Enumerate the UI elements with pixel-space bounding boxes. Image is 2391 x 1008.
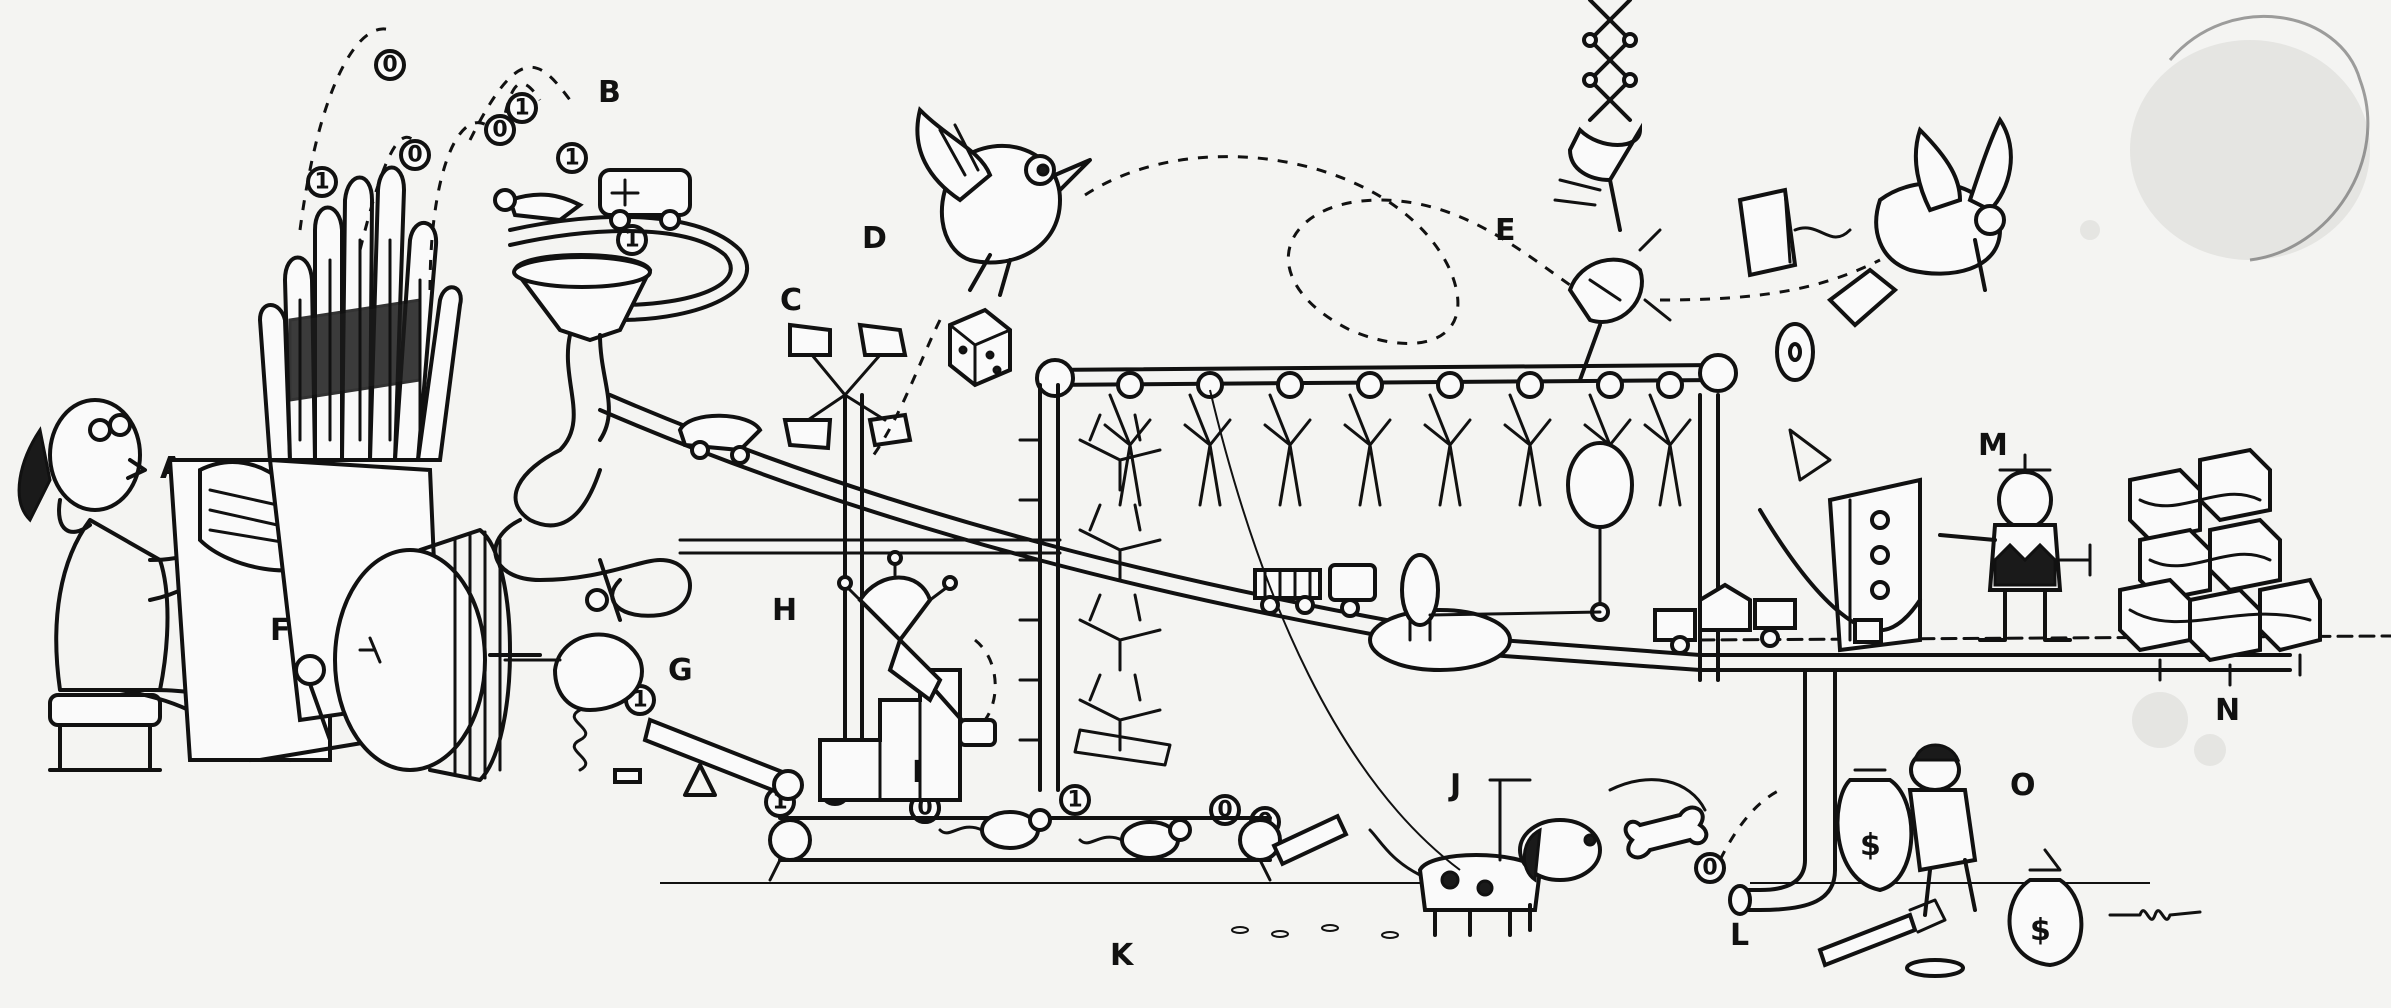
toy-train (1253, 563, 1377, 618)
spring-bell (503, 632, 644, 784)
funnel (493, 253, 692, 622)
label-c: C (780, 283, 802, 318)
binary-ball: 1 (1059, 784, 1091, 816)
footprints (1231, 924, 1399, 939)
scissor-lift (1553, 0, 1643, 232)
label-b: B (598, 75, 621, 110)
label-h: H (772, 593, 797, 628)
label-n: N (2215, 693, 2240, 728)
svg-text:0: 0 (1702, 856, 1717, 881)
bird-flight-path (1084, 155, 1571, 345)
svg-text:0: 0 (382, 53, 397, 78)
corkscrew (2108, 909, 2202, 921)
book (1737, 187, 1852, 278)
label-e: E (1495, 213, 1516, 248)
bird-left (915, 106, 1092, 297)
binary-ball: 0 (484, 114, 516, 146)
money-symbol: $ (2030, 913, 2051, 948)
cheese-block (948, 307, 1012, 388)
paper-doll-conveyor (1018, 353, 1738, 792)
pipe-fan (257, 165, 463, 462)
binary-ball: 0 (374, 49, 406, 81)
drum (333, 528, 542, 782)
binary-ball: 1 (306, 166, 338, 198)
binary-ball: 0 (399, 139, 431, 171)
label-o: O (2010, 768, 2036, 803)
dog (1368, 778, 1602, 937)
balloon (1566, 441, 1634, 622)
label-k: K (1110, 938, 1135, 973)
svg-text:0: 0 (407, 143, 422, 168)
paper-dolls-side (1078, 413, 1162, 752)
svg-text:1: 1 (564, 146, 579, 171)
spiral-ramp (493, 168, 749, 322)
mouse (938, 808, 1052, 850)
mouse (1078, 818, 1192, 860)
svg-text:1: 1 (314, 170, 329, 195)
ball-trajectories (298, 27, 572, 291)
bone (1608, 778, 1709, 860)
coffee-stain (2080, 15, 2370, 766)
bird-right (1874, 116, 2013, 292)
label-i: I (912, 755, 923, 790)
pipe (1718, 668, 1837, 916)
money-bag: $ (2007, 848, 2084, 968)
jester (818, 550, 997, 802)
leash (1209, 389, 1461, 871)
svg-text:1: 1 (632, 688, 647, 713)
label-l: L (1730, 918, 1749, 953)
gear-wheel (1368, 553, 1602, 672)
chained-boxes (2118, 447, 2322, 687)
label-f: F (270, 613, 291, 648)
binary-ball: 1 (506, 92, 538, 124)
treadmill (768, 813, 1349, 882)
money-symbol: $ (1860, 828, 1881, 863)
toy-car (677, 413, 763, 465)
floppy-disk (1826, 267, 1899, 328)
label-j: J (1448, 768, 1461, 803)
seesaw (642, 717, 804, 801)
cd-disc (1775, 322, 1815, 382)
thief: $ (1835, 743, 1978, 917)
binary-ball: 0 (1694, 852, 1726, 884)
locked-machine (1758, 428, 1922, 653)
svg-text:1: 1 (624, 228, 639, 253)
toy-trucks (1653, 582, 1797, 655)
label-d: D (862, 221, 887, 256)
windup-man (1938, 453, 2092, 642)
rose-to-bird-path (1659, 258, 1881, 302)
coin (1905, 958, 1965, 978)
binary-ball: 1 (556, 142, 588, 174)
rose (1567, 228, 1672, 382)
svg-text:0: 0 (492, 118, 507, 143)
label-m: M (1978, 428, 2008, 463)
svg-text:1: 1 (514, 96, 529, 121)
organ-pipes (167, 165, 463, 762)
svg-text:1: 1 (1067, 788, 1082, 813)
label-g: G (668, 653, 693, 688)
saw (1817, 898, 1947, 968)
